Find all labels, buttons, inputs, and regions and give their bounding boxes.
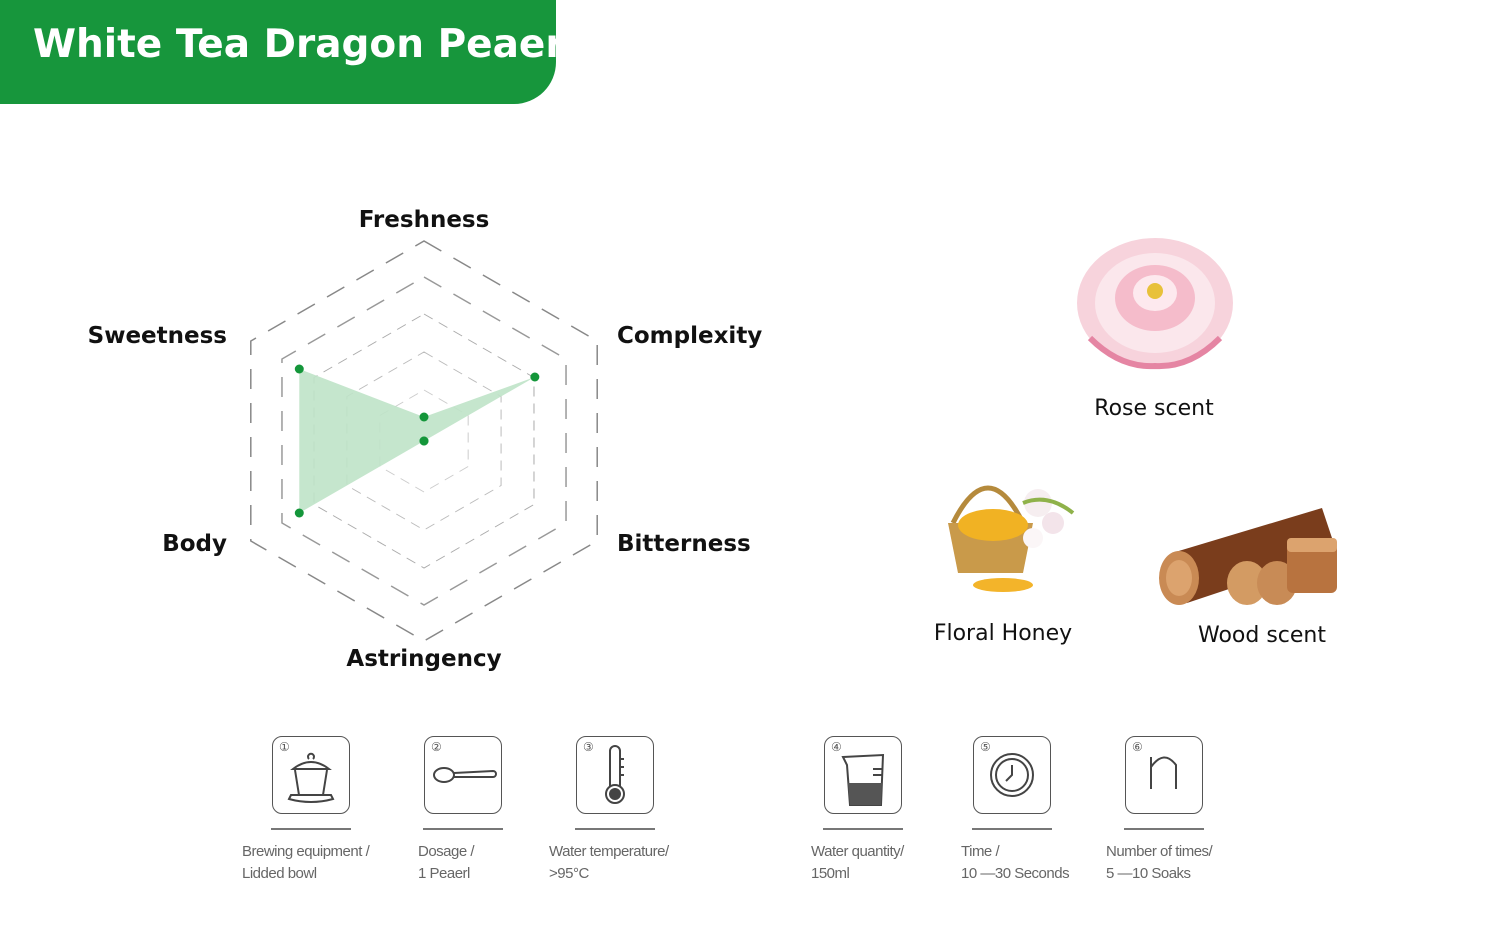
radar-point-body [294, 508, 304, 518]
radar-area [299, 369, 535, 513]
page-title: White Tea Dragon Peaerl [33, 22, 578, 67]
step-5-box: ⑤ [973, 736, 1051, 814]
step-4-caption: Water quantity/150ml [811, 843, 904, 882]
step-number: ⑤ [980, 740, 991, 754]
radar-point-astringency [419, 436, 429, 446]
radar-point-freshness [419, 412, 429, 422]
step-number: ② [431, 740, 442, 754]
lidded-bowl-icon [287, 752, 335, 803]
step-2-caption: Dosage /1 Peaerl [418, 843, 475, 882]
axis-label-complexity: Complexity [617, 323, 763, 349]
step-3-box: ③ [576, 736, 654, 814]
step-number: ③ [583, 740, 594, 754]
divider [823, 828, 903, 830]
n-letter-icon [1150, 756, 1177, 789]
radar-ring [281, 276, 567, 606]
rose-icon [1077, 238, 1233, 370]
divider [271, 828, 351, 830]
aroma-label-rose: Rose scent [1094, 396, 1214, 421]
radar-chart [250, 240, 598, 642]
aroma-label-honey: Floral Honey [933, 621, 1073, 646]
step-1-caption: Brewing equipment /Lidded bowl [242, 843, 370, 882]
measuring-cup-icon [841, 753, 885, 806]
title-banner: White Tea Dragon Peaerl [0, 0, 578, 104]
honey-basket-icon [948, 485, 1075, 592]
step-number: ④ [831, 740, 842, 754]
step-1-box: ① [272, 736, 350, 814]
spoon-icon [433, 767, 497, 783]
axis-label-body: Body [162, 531, 227, 557]
radar-point-complexity [530, 372, 540, 382]
step-3-caption: Water temperature/>95°C [549, 843, 669, 882]
divider [575, 828, 655, 830]
wood-log-icon [1159, 508, 1337, 605]
step-6-box: ⑥ [1125, 736, 1203, 814]
divider [972, 828, 1052, 830]
step-2-box: ② [424, 736, 502, 814]
step-6-caption: Number of times/5 —10 Soaks [1106, 843, 1213, 882]
step-number: ⑥ [1132, 740, 1143, 754]
step-number: ① [279, 740, 290, 754]
step-4-box: ④ [824, 736, 902, 814]
divider [1124, 828, 1204, 830]
aroma-label-wood: Wood scent [1197, 623, 1327, 648]
radar-ring [250, 240, 598, 642]
thermometer-icon [605, 745, 625, 804]
clock-icon [990, 753, 1034, 797]
step-5-caption: Time /10 —30 Seconds [961, 843, 1070, 882]
axis-label-sweetness: Sweetness [87, 323, 227, 349]
divider [423, 828, 503, 830]
axis-label-freshness: Freshness [358, 207, 490, 233]
radar-point-sweetness [294, 364, 304, 374]
axis-label-astringency: Astringency [346, 646, 502, 672]
axis-label-bitterness: Bitterness [617, 531, 751, 557]
